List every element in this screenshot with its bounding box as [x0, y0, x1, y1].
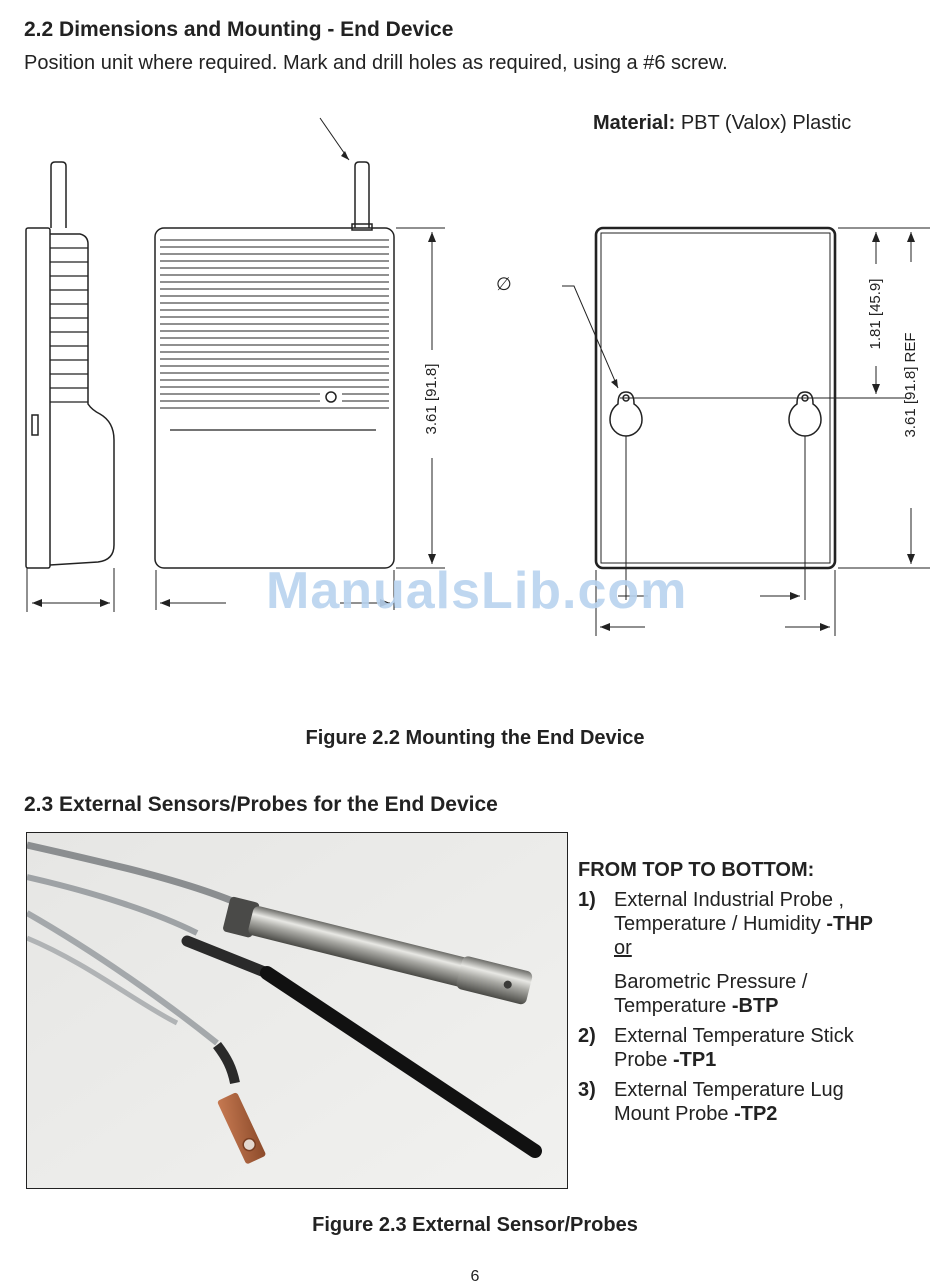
probe-item-line: Barometric Pressure /: [614, 971, 808, 993]
probe-item-description: External Temperature Lug Mount Probe -TP…: [614, 1078, 844, 1126]
probe-item-number: 3): [578, 1079, 596, 1101]
section-heading-2-3: 2.3 External Sensors/Probes for the End …: [24, 793, 498, 816]
probe-item-number: 1): [578, 889, 596, 911]
probe-item-description: External Temperature Stick Probe -TP1: [614, 1024, 854, 1072]
section-heading-2-2: 2.2 Dimensions and Mounting - End Device: [24, 18, 454, 41]
figure-2-2-caption: Figure 2.2 Mounting the End Device: [305, 727, 645, 749]
material-value: PBT (Valox) Plastic: [680, 112, 852, 134]
probe-item-or: or: [614, 937, 632, 959]
material-label: Material:: [593, 112, 676, 134]
probe-item-line: Temperature / Humidity -THP: [614, 913, 873, 935]
probe-list: FROM TOP TO BOTTOM: 1) External Industri…: [578, 858, 938, 1126]
probe-item-line: Probe -TP1: [614, 1049, 717, 1071]
mounting-drawing: [25, 117, 930, 636]
dim-height-front: 3.61 [91.8]: [423, 363, 440, 435]
probe-item-2: 2) External Temperature Stick Probe -TP1: [578, 1024, 938, 1072]
probe-item-line: Mount Probe -TP2: [614, 1103, 778, 1125]
front-view: [154, 117, 445, 610]
figure-2-3-caption: Figure 2.3 External Sensor/Probes: [312, 1214, 638, 1236]
probe-item-line: External Temperature Stick: [614, 1025, 854, 1047]
probe-item-3: 3) External Temperature Lug Mount Probe …: [578, 1078, 938, 1126]
probe-item-line: External Industrial Probe ,: [614, 889, 845, 911]
side-view: [25, 161, 115, 612]
probe-list-heading: FROM TOP TO BOTTOM:: [578, 859, 815, 881]
dim-height-ref: 3.61 [91.8] REF: [902, 332, 919, 438]
section-intro: Position unit where required. Mark and d…: [24, 52, 728, 74]
watermark: ManualsLib.com: [266, 562, 688, 620]
dim-hole-offset: 1.81 [45.9]: [867, 278, 884, 350]
probe-item-1: 1) External Industrial Probe , Temperatu…: [578, 888, 938, 1018]
page-number: 6: [470, 1268, 480, 1285]
probes-photo: [26, 832, 568, 1189]
probe-item-line: External Temperature Lug: [614, 1079, 844, 1101]
probe-item-description: External Industrial Probe , Temperature …: [614, 888, 873, 1018]
diameter-symbol: ∅: [496, 274, 512, 294]
back-view: [562, 226, 930, 636]
probe-item-line: Temperature -BTP: [614, 995, 779, 1017]
probe-item-number: 2): [578, 1025, 596, 1047]
probes-photo-image: [27, 833, 567, 1188]
material-line: Material: PBT (Valox) Plastic: [593, 112, 851, 135]
